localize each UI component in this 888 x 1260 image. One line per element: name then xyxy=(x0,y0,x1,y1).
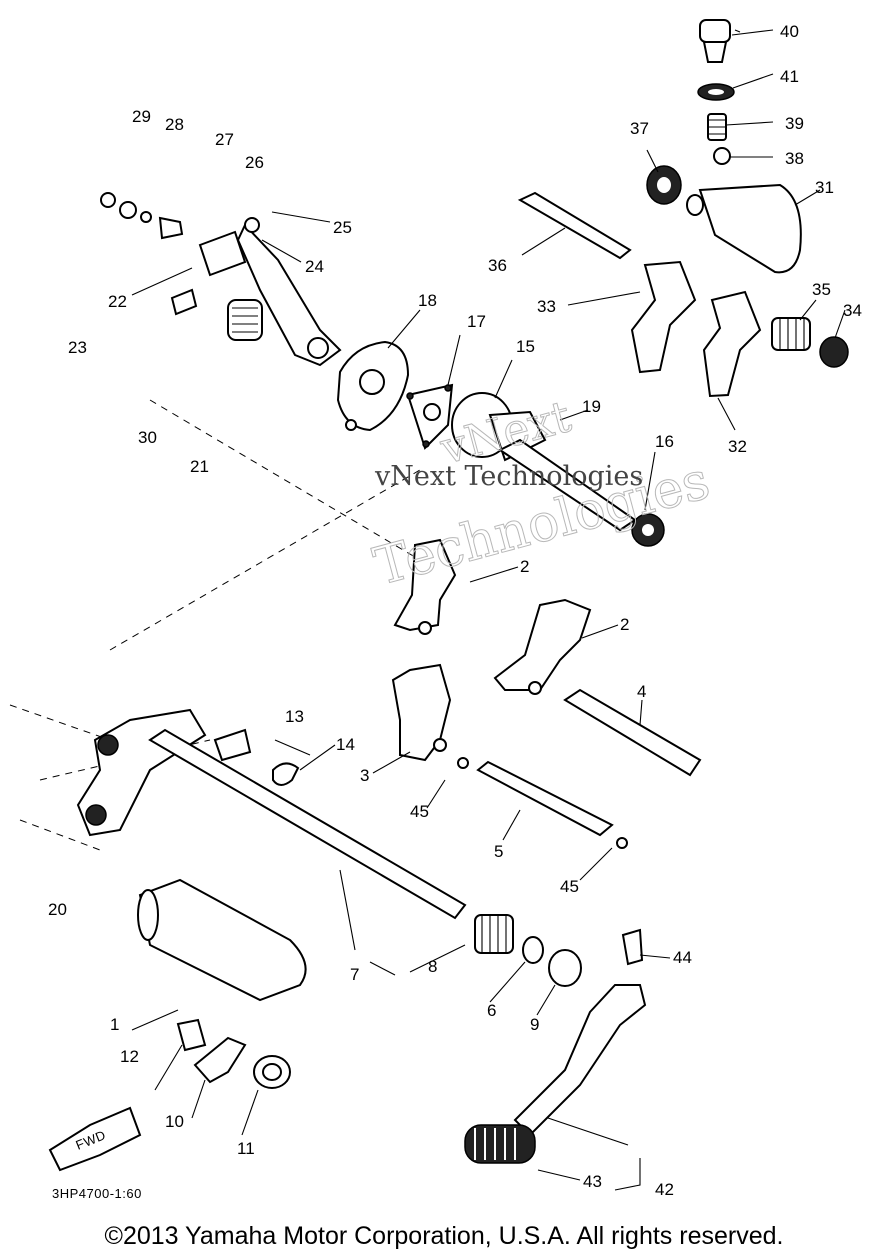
part-29-28-washers xyxy=(100,192,184,240)
fwd-arrow: FWD xyxy=(48,1106,142,1172)
callout-15: 15 xyxy=(516,337,535,356)
callout-14: 14 xyxy=(336,735,355,754)
callout-40: 40 xyxy=(780,22,799,41)
part-9-collar xyxy=(548,949,582,987)
callout-28: 28 xyxy=(165,115,184,134)
callout-12: 12 xyxy=(120,1047,139,1066)
callout-8: 8 xyxy=(428,957,437,976)
part-23-spring xyxy=(170,288,263,341)
part-43-pedal-rubber xyxy=(464,1124,536,1164)
part-38-ball xyxy=(713,147,731,165)
callout-34: 34 xyxy=(843,301,862,320)
callout-23: 23 xyxy=(68,338,87,357)
callout-5: 5 xyxy=(494,842,503,861)
callout-24: 24 xyxy=(305,257,324,276)
callout-38: 38 xyxy=(785,149,804,168)
part-3-shift-fork xyxy=(391,663,452,762)
part-17-triangle-plate xyxy=(406,383,454,450)
part-4-guide-bar xyxy=(563,688,702,777)
part-41-washer xyxy=(697,83,735,101)
center-lines xyxy=(9,399,421,851)
callout-36: 36 xyxy=(488,256,507,275)
callout-32: 32 xyxy=(728,437,747,456)
callout-33: 33 xyxy=(537,297,556,316)
part-40-bolt xyxy=(699,19,731,63)
part-8-spring xyxy=(474,914,514,954)
part-34-cap xyxy=(819,336,849,368)
callout-16: 16 xyxy=(655,432,674,451)
exploded-parts-diagram: FWD xyxy=(9,19,862,1200)
copyright-notice: ©2013 Yamaha Motor Corporation, U.S.A. A… xyxy=(104,1222,784,1250)
part-35-spring xyxy=(771,317,811,351)
part-11-spring xyxy=(253,1055,291,1089)
part-36-guide-bar xyxy=(517,191,632,260)
part-14-clip xyxy=(272,762,300,786)
part-2-upper-fork xyxy=(393,538,457,635)
part-6-washer xyxy=(522,936,544,964)
part-45-clip-lower xyxy=(616,837,628,849)
callout-35: 35 xyxy=(812,280,831,299)
part-22-shaft xyxy=(198,230,247,277)
callout-41: 41 xyxy=(780,67,799,86)
part-33-shift-fork xyxy=(630,260,697,374)
callout-44: 44 xyxy=(673,948,692,967)
callout-39: 39 xyxy=(785,114,804,133)
callout-30: 30 xyxy=(138,428,157,447)
callout-43: 43 xyxy=(583,1172,602,1191)
callout-22: 22 xyxy=(108,292,127,311)
callout-27: 27 xyxy=(215,130,234,149)
callout-17: 17 xyxy=(467,312,486,331)
callout-26: 26 xyxy=(245,153,264,172)
callout-37: 37 xyxy=(630,119,649,138)
callout-10: 10 xyxy=(165,1112,184,1131)
callout-3: 3 xyxy=(360,766,369,785)
callout-18: 18 xyxy=(418,291,437,310)
part-44-bolt xyxy=(621,928,644,966)
callout-45a: 45 xyxy=(410,802,429,821)
callout-20: 20 xyxy=(48,900,67,919)
part-37-bearing xyxy=(646,165,682,205)
part-45-clip-upper xyxy=(457,757,469,769)
callout-21: 21 xyxy=(190,457,209,476)
callout-7: 7 xyxy=(350,965,359,984)
part-20-shift-shaft-arm xyxy=(76,708,207,837)
part-18-cover-plate xyxy=(336,340,410,432)
drawing-code: 3HP4700-1:60 xyxy=(52,1186,142,1200)
part-24-shift-arm xyxy=(236,217,342,367)
callout-19: 19 xyxy=(582,397,601,416)
callout-45b: 45 xyxy=(560,877,579,896)
callout-4: 4 xyxy=(637,682,646,701)
callout-labels: 1 2 2 3 4 5 6 7 8 9 10 11 12 13 14 15 16… xyxy=(48,22,862,1199)
callout-42: 42 xyxy=(655,1180,674,1199)
part-32-shift-fork xyxy=(702,290,762,398)
part-7-shift-shaft xyxy=(148,728,467,920)
part-21-shift-drum xyxy=(137,878,307,1002)
callout-2a: 2 xyxy=(520,557,529,576)
callout-11: 11 xyxy=(237,1139,255,1158)
leader-lines xyxy=(131,29,846,1191)
callout-25: 25 xyxy=(333,218,352,237)
part-5-guide-bar xyxy=(476,760,614,837)
callout-1: 1 xyxy=(110,1015,119,1034)
part-10-stopper-lever xyxy=(193,1036,247,1084)
callout-13: 13 xyxy=(285,707,304,726)
callout-29: 29 xyxy=(132,107,151,126)
part-42-shift-pedal xyxy=(513,984,647,1137)
part-16-bearing xyxy=(631,513,665,547)
part-2-lower-fork xyxy=(493,598,592,695)
part-13-bolt xyxy=(213,728,252,762)
part-12-bolt xyxy=(176,1018,207,1052)
callout-6: 6 xyxy=(487,1001,496,1020)
callout-2b: 2 xyxy=(620,615,629,634)
part-39-spring xyxy=(707,113,727,141)
callout-31: 31 xyxy=(815,178,834,197)
part-31-shift-drum xyxy=(686,183,802,274)
callout-9: 9 xyxy=(530,1015,539,1034)
watermark-text-3: vNext Technologies xyxy=(374,461,643,492)
